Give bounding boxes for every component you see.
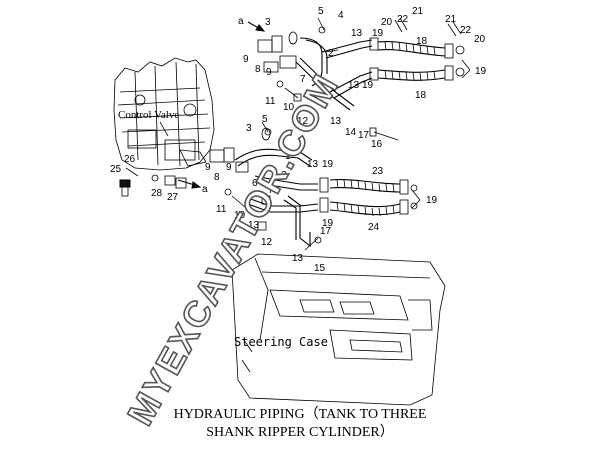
- view-a-label-lower: a: [202, 184, 208, 195]
- figure-caption: HYDRAULIC PIPING（TANK TO THREE SHANK RIP…: [0, 406, 600, 442]
- callout-13e: 13: [248, 220, 260, 231]
- callout-5: 5: [318, 6, 324, 17]
- callout-3: 3: [265, 17, 271, 28]
- callout-9d: 9: [226, 162, 232, 173]
- watermark-text: MYEXCAVATOR.COM: [119, 66, 347, 432]
- callout-20: 20: [381, 17, 393, 28]
- caption-line-2: SHANK RIPPER CYLINDER）: [206, 425, 394, 440]
- callout-12: 12: [297, 116, 309, 127]
- callout-8: 8: [255, 64, 261, 75]
- callout-11b: 11: [216, 204, 227, 215]
- control-valve-label: Control Valve: [118, 109, 179, 121]
- callout-9: 9: [243, 54, 249, 65]
- callout-10: 10: [283, 102, 295, 113]
- callout-18b: 18: [415, 90, 427, 101]
- callout-2b: 2: [281, 170, 287, 181]
- callout-22: 22: [397, 14, 409, 25]
- callout-10b: 10: [234, 210, 246, 221]
- callout-14: 14: [345, 127, 357, 138]
- view-a-label-upper: a: [238, 16, 244, 27]
- callout-27: 27: [167, 192, 179, 203]
- callout-13c: 13: [330, 116, 342, 127]
- callout-18: 18: [416, 36, 428, 47]
- callout-26: 26: [124, 154, 136, 165]
- callout-3b: 3: [246, 123, 252, 134]
- callout-13d: 13: [307, 159, 319, 170]
- plug-bolt-25: [119, 179, 131, 197]
- lower-pipe-assembly: [209, 121, 418, 251]
- callout-17: 17: [358, 130, 370, 141]
- callout-21: 21: [412, 6, 424, 17]
- callout-7: 7: [300, 74, 306, 85]
- callout-22b: 22: [460, 25, 472, 36]
- callout-21b: 21: [445, 14, 457, 25]
- callout-5b: 5: [262, 114, 268, 125]
- callout-19: 19: [372, 28, 384, 39]
- callout-9b: 9: [266, 67, 272, 78]
- callout-4b: 4: [278, 134, 284, 145]
- view-a-arrow-upper: [247, 21, 266, 32]
- callout-13b: 13: [348, 80, 360, 91]
- nuts-27-28: [151, 174, 187, 189]
- callout-23: 23: [372, 166, 384, 177]
- callout-2: 2: [328, 48, 334, 59]
- callout-17b: 17: [320, 226, 332, 237]
- callout-numbers: 3 5 4 2 9 8 9 7 11 10 12 13 19 20 22 21 …: [110, 6, 487, 274]
- callout-19f: 19: [426, 195, 438, 206]
- callout-20b: 20: [474, 34, 486, 45]
- callout-19e: 19: [322, 218, 334, 229]
- callout-1: 1: [285, 151, 291, 162]
- caption-line-1: HYDRAULIC PIPING（TANK TO THREE: [173, 407, 427, 422]
- callout-13: 13: [351, 28, 363, 39]
- view-a-arrow-lower: [177, 179, 202, 189]
- callout-19b: 19: [475, 66, 487, 77]
- callout-6: 6: [252, 178, 258, 189]
- callout-13f: 13: [292, 253, 304, 264]
- callout-4: 4: [338, 10, 344, 21]
- callout-8b: 8: [214, 172, 220, 183]
- callout-11: 11: [265, 96, 276, 107]
- callout-19c: 19: [362, 80, 374, 91]
- steering-case-label: Steering Case: [234, 335, 328, 349]
- callout-16: 16: [371, 139, 383, 150]
- control-valve-leader: [159, 121, 169, 137]
- upper-pipe-assembly: [257, 17, 465, 111]
- callout-9c: 9: [205, 162, 211, 173]
- callout-24: 24: [368, 222, 380, 233]
- callout-28: 28: [151, 188, 163, 199]
- callout-7b: 7: [268, 185, 274, 196]
- callout-19d: 19: [322, 159, 334, 170]
- callout-12b: 12: [261, 237, 273, 248]
- callout-leaders: [125, 49, 471, 209]
- steering-case-outline: [231, 253, 446, 406]
- control-valve-outline: [113, 57, 215, 171]
- callout-25: 25: [110, 164, 122, 175]
- callout-15: 15: [314, 263, 326, 274]
